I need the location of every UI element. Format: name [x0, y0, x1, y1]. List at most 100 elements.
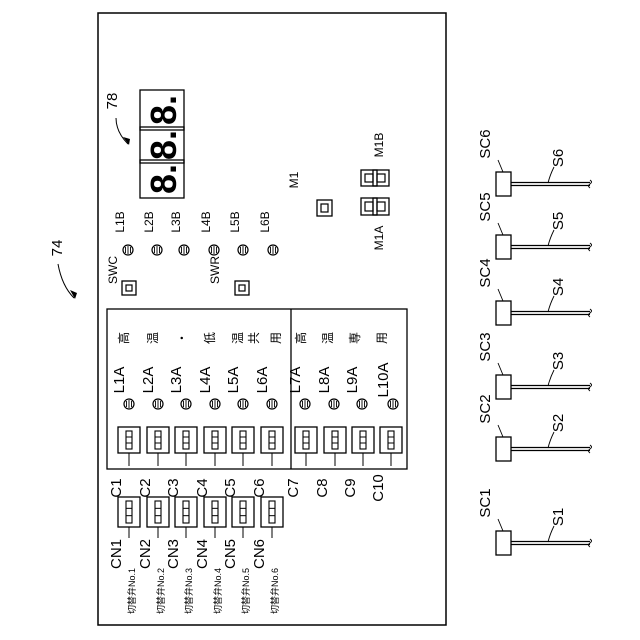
lamp-a-label-5-wrap: L5A — [225, 367, 242, 394]
lamp-b-label-2: L2B — [142, 211, 156, 232]
motor-m1b-inner-2 — [377, 174, 385, 182]
panel-char-4-wrap: 低 — [203, 332, 217, 344]
sensor-sc-label-6-wrap: SC6 — [477, 129, 494, 158]
lamp-b-label-6-wrap: L6B — [258, 211, 272, 232]
display-digit-2: 8. — [143, 130, 184, 160]
connector-cn-label-3-wrap: CN3 — [165, 539, 182, 569]
sensor-s-label-3: S3 — [550, 352, 567, 370]
connector-c-3-inner — [183, 431, 189, 449]
swc-label: SWC — [106, 256, 120, 284]
connector-cn-label-5: CN5 — [222, 539, 239, 569]
connector-c-8-inner — [332, 431, 338, 449]
sensor-sc-label-2-wrap: SC2 — [477, 394, 494, 423]
connector-cn-label-2: CN2 — [137, 539, 154, 569]
connector-cn-3-inner — [183, 501, 189, 523]
valve-label-4-wrap: 切替弁No.4 — [212, 568, 223, 614]
motor-m1a-label: M1A — [372, 226, 386, 251]
panel-char-10-wrap: 専 — [348, 332, 362, 344]
connector-c-label-2-wrap: C2 — [137, 478, 154, 497]
lamp-a-label-8: L8A — [316, 367, 333, 394]
panel-char-3: ・ — [175, 332, 189, 344]
sensor-sc-label-3-wrap: SC3 — [477, 332, 494, 361]
panel-char-6: 共 — [247, 332, 261, 344]
motor-m1b-box-2 — [373, 170, 389, 186]
panel-characters: 高温・低温共用高温専用 — [116, 332, 389, 344]
panel-char-7-wrap: 用 — [269, 332, 283, 344]
lamp-a-label-10: L10A — [375, 362, 392, 397]
sensor-s-label-6-wrap: S6 — [550, 149, 567, 167]
sensor-s-label-5-wrap: S5 — [550, 212, 567, 230]
valve-label-1: 切替弁No.1 — [126, 568, 137, 614]
swc-switch — [122, 281, 136, 295]
connector-c-2-inner — [155, 431, 161, 449]
lamp-b-label-4-wrap: L4B — [199, 211, 213, 232]
sensor-sc-label-4-wrap: SC4 — [477, 258, 494, 287]
lamp-a-label-4: L4A — [197, 367, 214, 394]
lamps-a: L1AL2AL3AL4AL5AL6AL7AL8AL9AL10A — [111, 362, 398, 409]
sensor-s-label-2-wrap: S2 — [550, 414, 567, 432]
connector-c-label-6-wrap: C6 — [251, 478, 268, 497]
lamp-a-label-7: L7A — [287, 367, 304, 394]
valve-label-6-wrap: 切替弁No.6 — [269, 568, 280, 614]
display-digit-3: 8. — [143, 164, 184, 194]
motor-m1a-inner-1 — [365, 202, 373, 211]
pilot-lamps-b: L1BL2BL3BL4BL5BL6B — [113, 211, 278, 255]
panel-char-2-wrap: 温 — [146, 332, 160, 344]
connector-c-label-3-wrap: C3 — [165, 478, 182, 497]
connectors-cn: CN1CN2CN3CN4CN5CN6 — [108, 497, 283, 569]
lamp-a-label-1-wrap: L1A — [111, 367, 128, 394]
sensor-head-6 — [496, 172, 511, 196]
sensor-s-leader-5 — [548, 230, 554, 246]
connector-c-label-10-wrap: C10 — [370, 474, 387, 502]
sensor-head-4 — [496, 301, 511, 325]
lamp-b-label-3-wrap: L3B — [169, 211, 183, 232]
motor-m1-label: M1 — [287, 171, 301, 188]
sensor-sc-leader-6 — [498, 160, 503, 172]
connector-cn-label-1: CN1 — [108, 539, 125, 569]
connector-c-label-7-wrap: C7 — [285, 478, 302, 497]
sensor-break-3 — [589, 383, 592, 391]
lamp-b-label-6: L6B — [258, 211, 272, 232]
connector-c-label-7: C7 — [285, 478, 302, 497]
sensor-sc-label-4: SC4 — [477, 258, 494, 287]
connector-cn-label-1-wrap: CN1 — [108, 539, 125, 569]
sensor-sc-label-6: SC6 — [477, 129, 494, 158]
seven-segment-display: 8. 8. 8. — [140, 90, 184, 198]
panel-char-5-wrap: 温 — [231, 332, 245, 344]
connector-c-4-inner — [212, 431, 218, 449]
panel-char-5: 温 — [231, 332, 245, 344]
sensor-s-label-3-wrap: S3 — [550, 352, 567, 370]
display-ref-arrowhead — [123, 137, 130, 145]
connector-c-label-6: C6 — [251, 478, 268, 497]
connector-cn-4-inner — [212, 501, 218, 523]
lamp-b-label-1: L1B — [113, 211, 127, 232]
display-ref-group: 78 — [104, 93, 121, 110]
motor-m1b-inner-1 — [365, 174, 373, 182]
lamp-a-label-3-wrap: L3A — [168, 367, 185, 394]
connector-c-label-4: C4 — [194, 478, 211, 497]
connector-c-1-inner — [126, 431, 132, 449]
connector-c-7-inner — [303, 431, 309, 449]
connector-c-label-8: C8 — [314, 478, 331, 497]
panel-char-8-wrap: 高 — [293, 332, 308, 344]
lamp-b-label-3: L3B — [169, 211, 183, 232]
lamp-a-label-4-wrap: L4A — [197, 367, 214, 394]
valve-label-2: 切替弁No.2 — [155, 568, 166, 614]
sensor-break-1 — [589, 539, 592, 547]
lamp-a-label-2-wrap: L2A — [140, 367, 157, 394]
display-ref-label: 78 — [104, 93, 121, 110]
connector-cn-label-2-wrap: CN2 — [137, 539, 154, 569]
sensor-s-label-4-wrap: S4 — [550, 278, 567, 296]
connector-c-label-9: C9 — [342, 478, 359, 497]
connector-cn-2-inner — [155, 501, 161, 523]
connector-cn-label-6: CN6 — [251, 539, 268, 569]
sensor-sc-label-1-wrap: SC1 — [477, 488, 494, 517]
panel-char-1: 高 — [116, 332, 131, 344]
display-digit-1: 8. — [143, 95, 184, 125]
lamp-a-label-2: L2A — [140, 367, 157, 394]
swr-switch — [235, 281, 249, 295]
motor-m1-box — [317, 200, 332, 216]
device-ref-label: 74 — [49, 240, 66, 257]
sensor-sc-label-5: SC5 — [477, 192, 494, 221]
connector-c-label-2: C2 — [137, 478, 154, 497]
